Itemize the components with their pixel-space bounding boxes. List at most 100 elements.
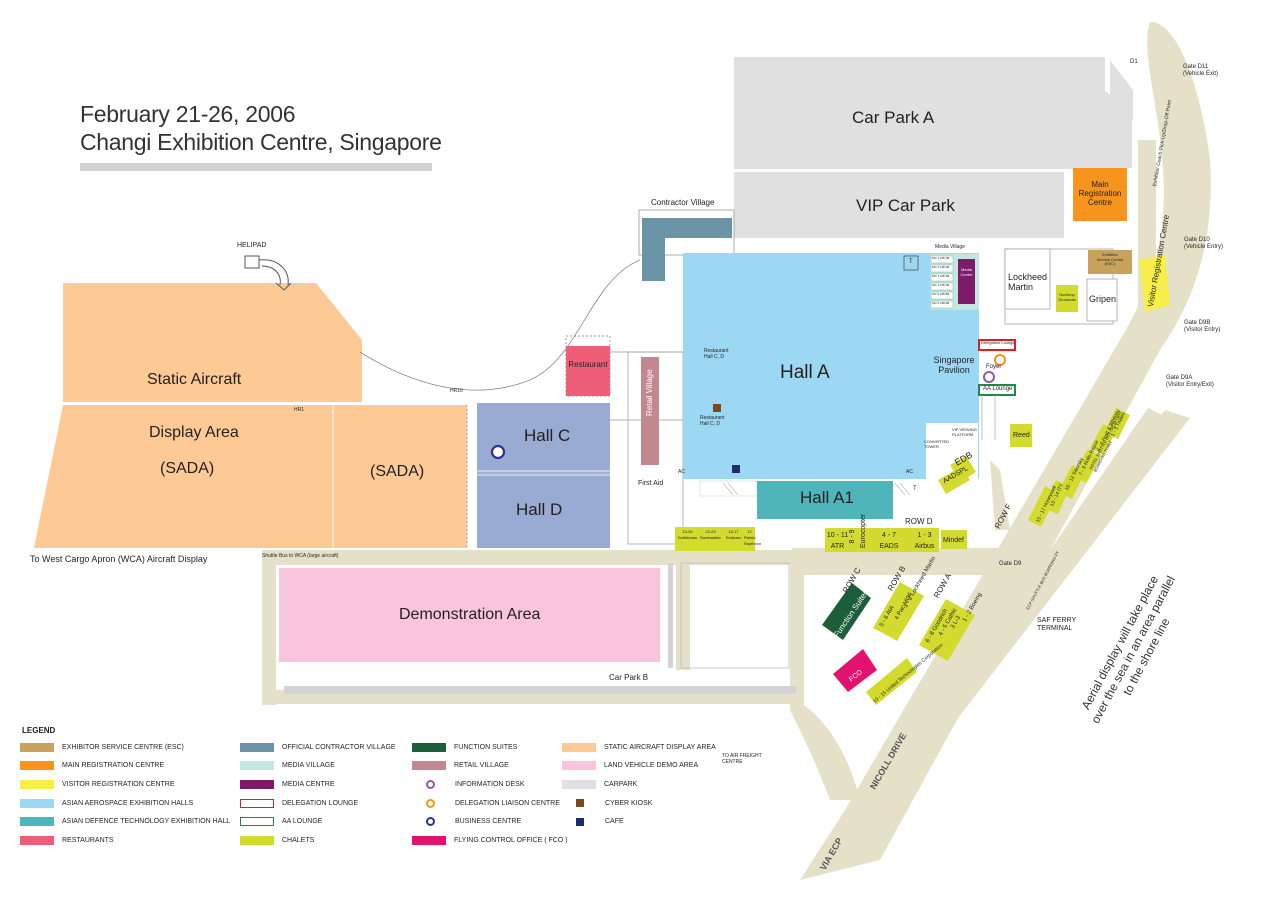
legend-item: MEDIA VILLAGE xyxy=(240,760,335,772)
legend-label: LAND VEHICLE DEMO AREA xyxy=(604,762,699,770)
main-registration-label-line: Centre xyxy=(1087,198,1112,208)
legend-title: LEGEND xyxy=(22,726,56,735)
gate-d9a-line: Gate D9A xyxy=(1166,375,1193,381)
saf-ferry-label-line: TERMINAL xyxy=(1037,625,1073,633)
legend-item: MEDIA CENTRE xyxy=(240,778,335,790)
legend-label: OFFICIAL CONTRACTOR VILLAGE xyxy=(282,743,396,751)
legend-item: RETAIL VILLAGE xyxy=(412,760,509,772)
legend-label: VISITOR REGISTRATION CENTRE xyxy=(62,780,175,788)
sada-right-label: (SADA) xyxy=(370,463,425,480)
northrop-chalet xyxy=(1056,285,1078,312)
legend-label: EXHIBITOR SERVICE CENTRE (ESC) xyxy=(62,743,184,751)
legend-item: OFFICIAL CONTRACTOR VILLAGE xyxy=(240,741,396,753)
legend-swatch xyxy=(562,742,596,752)
restaurant-hall-cd-2-line: Hall C, D xyxy=(700,420,721,427)
legend-swatch xyxy=(20,798,54,808)
hall-a1-label: Hall A1 xyxy=(800,488,854,507)
restaurant xyxy=(566,346,610,396)
media-room-label: MC 6 A/B 6B xyxy=(932,301,950,305)
chalet-name: Rafale Raytheon xyxy=(744,535,762,546)
retail-village-label: Retail Village xyxy=(645,369,654,416)
legend-swatch xyxy=(20,817,54,827)
event-venue: Changi Exhibition Centre, Singapore xyxy=(80,129,442,155)
car-parks xyxy=(734,57,1133,238)
hall-a1 xyxy=(757,481,893,519)
legend-item: EXHIBITOR SERVICE CENTRE (ESC) xyxy=(20,741,184,753)
media-room-label: MC 3 A/B 3B xyxy=(932,274,950,278)
first-aid-label: First Aid xyxy=(638,480,663,488)
esc-label-line: (ESC) xyxy=(1104,261,1116,267)
media-centre-label-line: Media xyxy=(961,267,972,272)
chalet-number: 22-23 xyxy=(705,529,716,534)
chalet-number: 16-17 xyxy=(728,529,739,534)
legend-item: LAND VEHICLE DEMO AREA xyxy=(562,760,698,772)
chalet-name: EADS xyxy=(879,542,899,550)
taxiway-line xyxy=(359,259,641,391)
air-freight-label-line: CENTRE xyxy=(722,758,743,765)
gate-d9b-line: (Visitor Entry) xyxy=(1184,326,1221,333)
legend-swatch xyxy=(562,779,596,789)
legend-item: ASIAN AEROSPACE EXHIBITION HALLS xyxy=(20,797,193,809)
legend-item: CAFE xyxy=(562,816,624,828)
t-top-label: T xyxy=(909,259,913,265)
legend-label: MEDIA VILLAGE xyxy=(282,762,335,770)
row-a-chalets xyxy=(919,599,975,661)
legend-item: INFORMATION DESK xyxy=(412,778,524,790)
legend-item: VISITOR REGISTRATION CENTRE xyxy=(20,778,175,790)
business-centre-marker xyxy=(490,444,506,460)
media-centre xyxy=(958,259,975,304)
legend-label: CARPARK xyxy=(604,780,638,788)
gate-d11: Gate D11(Vehicle Exit) xyxy=(1183,64,1218,78)
row-d-chalets xyxy=(675,527,967,552)
legend-item: DELEGATION LIAISON CENTRE xyxy=(412,797,560,809)
legend-item: FLYING CONTROL OFFICE ( FCO ) xyxy=(412,835,568,847)
visitor-registration-centre xyxy=(1139,255,1170,312)
contractor-village-label: Contractor Village xyxy=(651,198,715,207)
chalet-row-d: Mindef xyxy=(942,536,965,547)
fco xyxy=(833,649,877,692)
utc-chalet xyxy=(866,658,917,705)
gate-d9a-line: (Visitor Entry/Exit) xyxy=(1166,381,1214,388)
singapore-pavilion-label-line: Singapore xyxy=(933,355,975,365)
media-room-label: MC 2 A/B 2B xyxy=(932,265,950,269)
chalet-number: 8 - 9 xyxy=(849,529,856,544)
legend-swatch xyxy=(20,742,54,752)
legend-item: CHALETS xyxy=(240,835,314,847)
northrop-label-line: Grumman xyxy=(1058,296,1076,302)
t-bottom-label: T xyxy=(913,486,917,492)
chalet-name: ATR xyxy=(830,542,845,550)
legend-item: RESTAURANTS xyxy=(20,835,114,847)
gate-d9b-line: Gate D9B xyxy=(1184,320,1211,326)
gate-d11-line: (Vehicle Exit) xyxy=(1183,70,1219,77)
retail-village xyxy=(641,357,659,465)
legend-item: STATIC AIRCRAFT DISPLAY AREA xyxy=(562,741,716,753)
legend-label: CHALETS xyxy=(282,837,315,844)
display-area-label: Display Area xyxy=(149,424,239,441)
function-suites xyxy=(822,583,871,640)
converted-label-line: TOWER xyxy=(924,443,939,449)
gripen-label: Gripen xyxy=(1089,294,1117,304)
gate-d11-line: Gate D11 xyxy=(1183,64,1209,70)
legend-swatch xyxy=(20,836,54,845)
legend-label: MEDIA CENTRE xyxy=(282,780,335,788)
foyer-label: Foyer xyxy=(986,364,1002,370)
chalet-name: Airbus xyxy=(914,542,935,550)
helipad-label: HELIPAD xyxy=(237,242,267,249)
hr1-label: HR1 xyxy=(294,407,305,413)
ac-left-label: AC xyxy=(678,469,685,475)
saf-ferry-label-line: SAF FERRY xyxy=(1037,617,1077,624)
legend-swatch xyxy=(240,761,274,771)
legend-label: FLYING CONTROL OFFICE ( FCO ) xyxy=(454,837,568,844)
legend-item: BUSINESS CENTRE xyxy=(412,816,521,828)
legend-label: CAFE xyxy=(605,818,624,826)
chalet-number: 24-25 xyxy=(682,529,693,534)
